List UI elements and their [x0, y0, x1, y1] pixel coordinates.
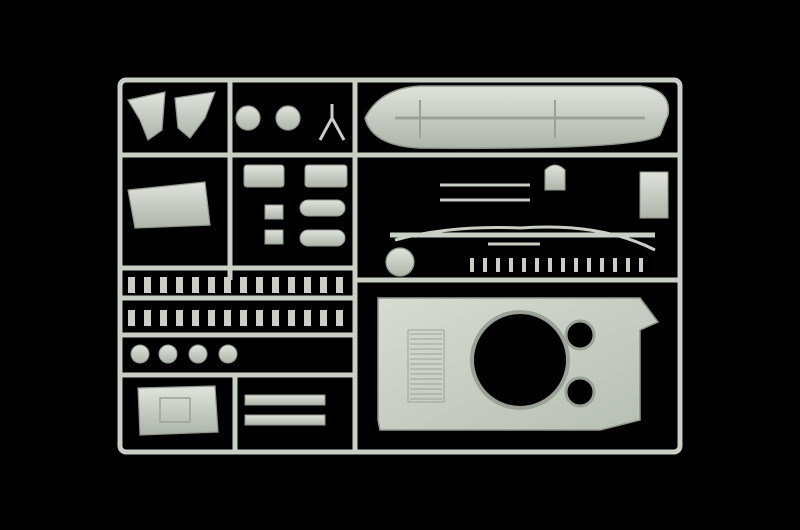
peg — [535, 258, 539, 272]
small-part — [128, 310, 135, 326]
small-part — [160, 310, 167, 326]
small-part — [336, 310, 343, 326]
hatch-plate-part — [137, 385, 219, 436]
peg — [574, 258, 578, 272]
peg — [522, 258, 526, 272]
peg — [561, 258, 565, 272]
small-part — [128, 277, 135, 293]
small-part — [288, 277, 295, 293]
small-part — [144, 277, 151, 293]
small-part — [240, 277, 247, 293]
peg — [613, 258, 617, 272]
sprue-frame — [117, 77, 683, 455]
storage-box-part — [127, 181, 211, 229]
bar-parts — [244, 394, 326, 426]
small-part — [224, 277, 231, 293]
block-parts — [243, 164, 348, 245]
peg — [496, 258, 500, 272]
small-part — [304, 310, 311, 326]
long-panel-part — [364, 85, 670, 149]
middle-right-parts — [394, 164, 669, 252]
peg — [509, 258, 513, 272]
small-part — [320, 310, 327, 326]
small-part-rows — [128, 277, 343, 326]
small-part — [192, 277, 199, 293]
small-part — [304, 277, 311, 293]
small-part — [208, 310, 215, 326]
peg — [483, 258, 487, 272]
peg — [470, 258, 474, 272]
round-parts-top — [235, 105, 301, 131]
small-part — [176, 277, 183, 293]
small-part — [192, 310, 199, 326]
small-part — [320, 277, 327, 293]
peg — [639, 258, 643, 272]
small-part — [208, 277, 215, 293]
small-part — [224, 310, 231, 326]
flap-parts — [127, 91, 216, 141]
small-part — [256, 277, 263, 293]
tool-part — [318, 104, 346, 141]
small-part — [240, 310, 247, 326]
small-part — [272, 310, 279, 326]
barrel-parts — [299, 199, 346, 247]
peg — [600, 258, 604, 272]
peg-row — [470, 258, 643, 272]
peg — [548, 258, 552, 272]
hull-deck-part — [377, 297, 660, 431]
small-part — [336, 277, 343, 293]
peg — [587, 258, 591, 272]
wheel-parts — [130, 344, 238, 364]
small-part — [288, 310, 295, 326]
small-part — [256, 310, 263, 326]
engine-vent-grille — [410, 333, 442, 400]
peg — [626, 258, 630, 272]
small-part — [160, 277, 167, 293]
small-part — [272, 277, 279, 293]
knob-part — [385, 247, 415, 277]
small-part — [144, 310, 151, 326]
small-part — [176, 310, 183, 326]
